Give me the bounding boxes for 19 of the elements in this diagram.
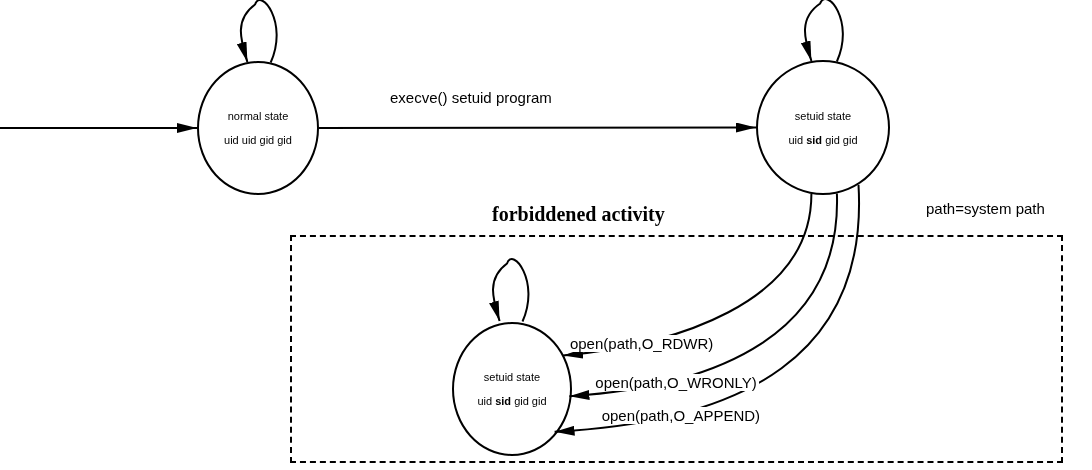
note-text: path=system path [926, 200, 1045, 217]
edge-label: open(path,O_WRONLY) [593, 374, 759, 392]
state-name: setuid state [794, 109, 852, 122]
state-name: setuid state [483, 371, 541, 383]
self-loop-arrow [236, 0, 278, 64]
state-circle [756, 60, 890, 195]
state-circle [197, 61, 319, 195]
self-loop-arrow [489, 258, 530, 323]
id-values: uid sid gid gid [477, 395, 547, 407]
region-heading: forbiddened activity [492, 203, 665, 226]
edge-label: open(path,O_APPEND) [599, 407, 763, 425]
state-name: normal state [227, 110, 289, 122]
id-values: uid sid gid gid [788, 133, 858, 146]
edge-label: execve() setuid program [388, 89, 554, 106]
transition-arrow [0, 123, 198, 133]
self-loop-arrow [800, 0, 844, 63]
id-values: uid uid gid gid [224, 134, 292, 146]
edge-label: open(path,O_RDWR) [567, 334, 716, 352]
transition-arrow [318, 122, 757, 133]
